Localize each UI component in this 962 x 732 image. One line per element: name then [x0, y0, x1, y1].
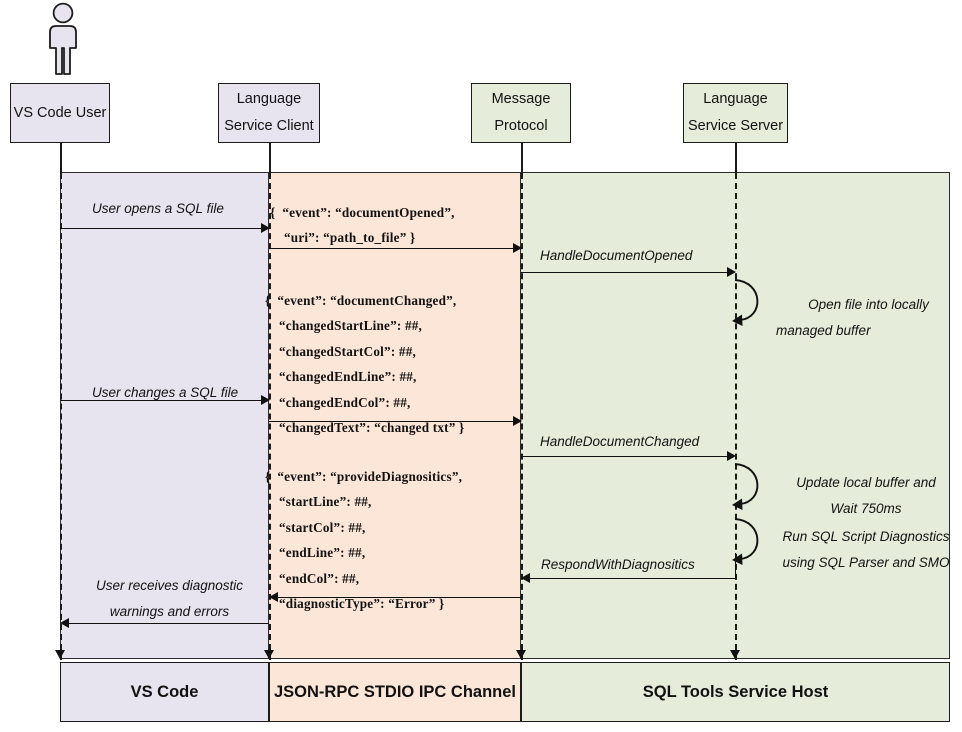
arrowhead-handle-document-opened	[727, 266, 736, 277]
payload-line: “startLine”: ##,	[265, 494, 372, 510]
payload-line: “endLine”: ##,	[265, 545, 366, 561]
note-run-diagnostics: Run SQL Script Diagnostics using SQL Par…	[770, 524, 962, 575]
payload-line: “diagnosticType”: “Error” }	[265, 596, 445, 612]
participant-label-line1: Language	[703, 91, 768, 108]
arrow-client-to-proto-changed	[269, 421, 514, 422]
arrowhead-user-receives	[60, 617, 69, 628]
note-line1: Run SQL Script Diagnostics	[782, 529, 950, 544]
note-open-file: Open file into locally managed buffer	[776, 292, 961, 343]
arrowhead-client-to-proto-opened	[513, 242, 522, 253]
note-line2: Wait 750ms	[830, 500, 902, 516]
band-top-border	[60, 172, 950, 173]
self-loop-update-buffer	[728, 458, 778, 519]
arrow-respond-with-diagnostics	[529, 578, 737, 579]
lifeline-end-arrow-server	[730, 650, 740, 659]
arrowhead-proto-to-client-diagnostics	[269, 591, 278, 602]
payload-line: “uri”: “path_to_file” }	[270, 230, 416, 246]
payload-line: “changedStartCol”: ##,	[265, 343, 416, 359]
band-ipc	[269, 172, 521, 658]
person-actor-icon	[40, 2, 86, 80]
participant-message-protocol[interactable]: Message Protocol	[471, 83, 571, 143]
arrowhead-handle-document-changed	[727, 450, 736, 461]
message-label-user-receives: User receives diagnostic warnings and er…	[72, 573, 267, 624]
arrowhead-respond-with-diagnostics	[521, 572, 530, 583]
payload-line: { “event”: “provideDiagnositics”,	[265, 469, 463, 484]
footer-label: VS Code	[130, 682, 199, 701]
message-label-respond-with-diagnostics: RespondWithDiagnositics	[541, 557, 695, 572]
lifeline-stub-client	[269, 143, 271, 173]
lifeline-stub-proto	[521, 143, 523, 173]
payload-line: “changedStartLine”: ##,	[265, 318, 423, 334]
participant-language-service-client[interactable]: Language Service Client	[218, 83, 320, 143]
lifeline-stub-user	[60, 143, 62, 173]
arrow-client-to-proto-opened	[269, 248, 514, 249]
message-label-handle-document-changed: HandleDocumentChanged	[540, 434, 700, 449]
arrow-handle-document-changed	[521, 456, 728, 457]
provide-diagnostics-payload: { “event”: “provideDiagnositics”, “start…	[265, 464, 462, 617]
participant-label-line1: VS Code User	[13, 104, 107, 121]
note-line2: managed buffer	[776, 322, 871, 338]
arrow-handle-document-opened	[521, 272, 728, 273]
server-return-leg	[735, 553, 736, 578]
participant-label-line1: Message	[491, 91, 551, 108]
document-changed-payload: { “event”: “documentChanged”, “changedSt…	[265, 288, 464, 441]
lifeline-end-arrow-proto	[516, 650, 526, 659]
participant-label-line1: Language	[236, 91, 302, 108]
message-label-user-changes: User changes a SQL file	[92, 385, 239, 400]
message-label-handle-document-opened: HandleDocumentOpened	[540, 248, 693, 263]
lifeline-end-arrow-user	[55, 650, 65, 659]
payload-line: { “event”: “documentChanged”,	[265, 293, 457, 308]
participant-language-service-server[interactable]: Language Service Server	[683, 83, 788, 143]
payload-line: “changedEndLine”: ##,	[265, 369, 417, 385]
note-line2: using SQL Parser and SMO	[782, 554, 950, 570]
participant-label-line2: Service Client	[224, 118, 314, 134]
self-loop-open-file	[728, 274, 778, 335]
lifeline-language-service-server	[735, 173, 737, 660]
footer-label: SQL Tools Service Host	[642, 682, 829, 701]
arrowhead-user-changes	[261, 394, 270, 405]
note-line1: Open file into locally	[808, 297, 929, 312]
footer-zone-host[interactable]: SQL Tools Service Host	[521, 662, 950, 722]
document-opened-payload: { “event”: “documentOpened”, “uri”: “pat…	[270, 200, 455, 251]
lifeline-message-protocol	[521, 173, 523, 660]
note-update-buffer: Update local buffer and Wait 750ms	[770, 470, 962, 521]
band-bottom-border	[60, 658, 950, 659]
participant-label-line2: Service Server	[687, 118, 784, 134]
arrowhead-user-opens	[261, 222, 270, 233]
message-label-user-opens: User opens a SQL file	[92, 201, 224, 216]
footer-zone-ipc[interactable]: JSON-RPC STDIO IPC Channel	[269, 662, 521, 722]
arrow-proto-to-client-diagnostics	[277, 597, 521, 598]
label-line1: User receives diagnostic	[95, 578, 244, 593]
arrow-user-opens	[60, 228, 262, 229]
payload-line: “endCol”: ##,	[265, 570, 360, 586]
payload-line: “changedText”: “changed txt” }	[265, 420, 465, 436]
band-vscode	[60, 172, 269, 658]
participant-label-line2: Protocol	[494, 118, 548, 134]
footer-zone-vs-code[interactable]: VS Code	[60, 662, 269, 722]
payload-line: “changedEndCol”: ##,	[265, 394, 411, 410]
footer-label: JSON-RPC STDIO IPC Channel	[273, 682, 517, 701]
arrow-user-changes	[60, 400, 262, 401]
label-line2: warnings and errors	[109, 603, 230, 619]
arrowhead-client-to-proto-changed	[513, 415, 522, 426]
arrow-user-receives	[68, 623, 269, 624]
lifeline-vs-code-user	[60, 173, 62, 660]
lifeline-end-arrow-client	[264, 650, 274, 659]
participant-vs-code-user[interactable]: VS Code User	[10, 83, 110, 143]
lifeline-stub-server	[735, 143, 737, 173]
payload-line: “startCol”: ##,	[265, 519, 366, 535]
note-line1: Update local buffer and	[796, 475, 936, 490]
lifeline-language-service-client	[269, 173, 271, 660]
payload-line: { “event”: “documentOpened”,	[270, 205, 455, 220]
self-loop-run-diagnostics	[728, 513, 778, 574]
